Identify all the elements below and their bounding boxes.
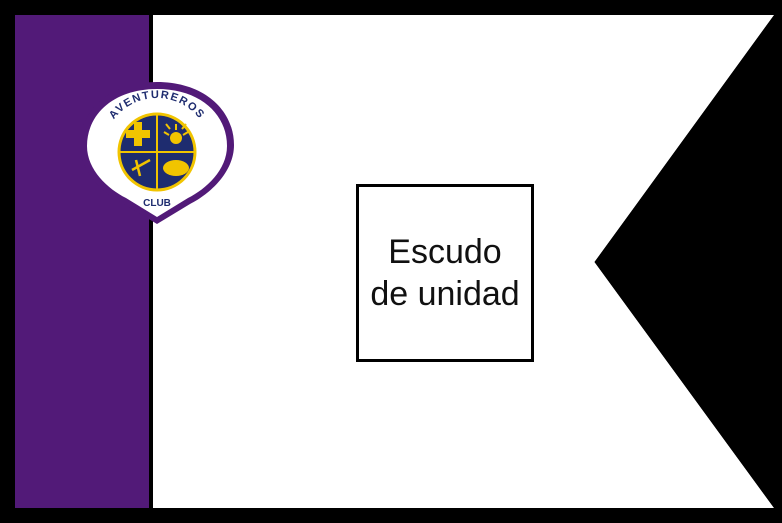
flag-outline bbox=[11, 11, 782, 512]
unit-emblem-label-line2: de unidad bbox=[370, 275, 520, 313]
club-emblem-icon: AVENTUREROS CLUB bbox=[80, 82, 234, 224]
unit-emblem-placeholder: Escudo de unidad bbox=[356, 184, 534, 362]
unit-emblem-label-line1: Escudo bbox=[388, 233, 502, 271]
emblem-bottom-text: CLUB bbox=[143, 198, 171, 209]
